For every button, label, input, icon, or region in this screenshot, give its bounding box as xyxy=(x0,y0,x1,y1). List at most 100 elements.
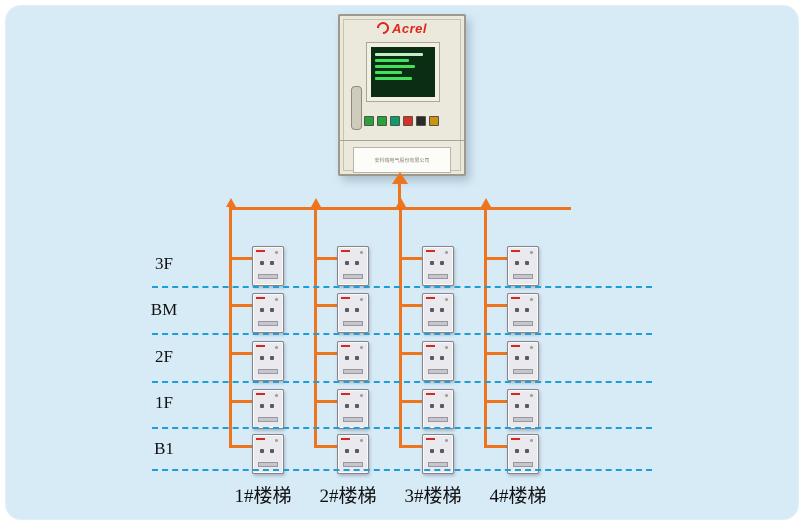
device-led-icon xyxy=(530,439,533,442)
device-indicator xyxy=(515,356,519,360)
device-indicator xyxy=(525,449,529,453)
screen-text-line xyxy=(375,65,416,68)
floor-label: 2F xyxy=(155,347,173,366)
floor-device xyxy=(337,434,369,474)
device-led-icon xyxy=(360,346,363,349)
cabinet-button xyxy=(429,116,439,126)
floor-separator-line xyxy=(152,286,652,288)
cabinet-footer-text: 安科瑞电气股份有限公司 xyxy=(374,157,430,164)
device-indicator xyxy=(525,404,529,408)
device-indicator xyxy=(525,308,529,312)
device-slot xyxy=(258,462,278,467)
device-slot xyxy=(428,417,448,422)
bus-trunk-line xyxy=(484,207,487,448)
device-stub-line xyxy=(232,400,252,403)
floor-label: 3F xyxy=(155,254,173,273)
device-indicator xyxy=(525,261,529,265)
device-led-icon xyxy=(360,251,363,254)
acrel-brand-text: Acrel xyxy=(391,21,428,36)
device-brand-mark xyxy=(511,345,520,347)
device-indicator xyxy=(345,308,349,312)
device-brand-mark xyxy=(426,438,435,440)
device-indicator xyxy=(345,449,349,453)
device-indicator xyxy=(355,404,359,408)
device-stub-line xyxy=(402,400,422,403)
floor-device xyxy=(252,389,284,429)
device-stub-line xyxy=(317,352,337,355)
device-slot xyxy=(428,369,448,374)
floor-device xyxy=(337,246,369,286)
floor-separator-line xyxy=(152,469,652,471)
device-slot xyxy=(513,417,533,422)
staircase-label: 2#楼梯 xyxy=(319,486,377,507)
device-slot xyxy=(258,321,278,326)
device-indicator xyxy=(270,356,274,360)
staircase-label: 3#楼梯 xyxy=(404,486,462,507)
device-brand-mark xyxy=(256,438,265,440)
device-brand-mark xyxy=(511,250,520,252)
device-indicator xyxy=(260,261,264,265)
control-cabinet: Acrel 安科瑞电气股份有限公司 xyxy=(338,14,466,176)
device-brand-mark xyxy=(426,393,435,395)
floor-device xyxy=(422,246,454,286)
device-brand-mark xyxy=(341,345,350,347)
floor-device xyxy=(507,389,539,429)
device-stub-line xyxy=(487,304,507,307)
device-led-icon xyxy=(275,346,278,349)
staircase-label: 4#楼梯 xyxy=(489,486,547,507)
device-slot xyxy=(513,321,533,326)
device-indicator xyxy=(270,404,274,408)
device-indicator xyxy=(440,404,444,408)
device-led-icon xyxy=(360,394,363,397)
device-indicator xyxy=(270,308,274,312)
floor-device xyxy=(252,434,284,474)
device-slot xyxy=(513,462,533,467)
floor-device xyxy=(337,341,369,381)
device-indicator xyxy=(430,404,434,408)
device-slot xyxy=(343,321,363,326)
device-slot xyxy=(258,369,278,374)
floor-device xyxy=(252,341,284,381)
cabinet-screen xyxy=(371,47,435,97)
device-stub-line xyxy=(487,257,507,260)
floor-device xyxy=(507,246,539,286)
device-stub-line xyxy=(317,400,337,403)
cabinet-button xyxy=(390,116,400,126)
device-led-icon xyxy=(530,251,533,254)
screen-text-line xyxy=(375,77,412,80)
device-stub-line xyxy=(232,445,252,448)
bus-main-stem xyxy=(398,183,401,210)
device-slot xyxy=(428,321,448,326)
device-brand-mark xyxy=(511,297,520,299)
device-stub-line xyxy=(317,445,337,448)
device-brand-mark xyxy=(341,250,350,252)
device-indicator xyxy=(345,404,349,408)
device-led-icon xyxy=(445,439,448,442)
device-led-icon xyxy=(530,298,533,301)
device-slot xyxy=(258,417,278,422)
device-led-icon xyxy=(360,298,363,301)
device-indicator xyxy=(355,308,359,312)
bus-junction-arrow-icon xyxy=(311,198,321,207)
floor-device xyxy=(422,293,454,333)
device-brand-mark xyxy=(256,297,265,299)
bus-trunk-line xyxy=(399,207,402,448)
device-brand-mark xyxy=(426,345,435,347)
cabinet-button xyxy=(416,116,426,126)
device-slot xyxy=(343,274,363,279)
floor-device xyxy=(252,246,284,286)
device-stub-line xyxy=(317,304,337,307)
device-indicator xyxy=(440,356,444,360)
floor-device xyxy=(507,434,539,474)
device-stub-line xyxy=(402,304,422,307)
bus-trunk-line xyxy=(314,207,317,448)
device-brand-mark xyxy=(341,438,350,440)
device-stub-line xyxy=(487,400,507,403)
device-indicator xyxy=(430,261,434,265)
device-slot xyxy=(258,274,278,279)
device-indicator xyxy=(355,449,359,453)
device-brand-mark xyxy=(511,438,520,440)
device-led-icon xyxy=(445,394,448,397)
device-indicator xyxy=(525,356,529,360)
floor-label: 1F xyxy=(155,393,173,412)
